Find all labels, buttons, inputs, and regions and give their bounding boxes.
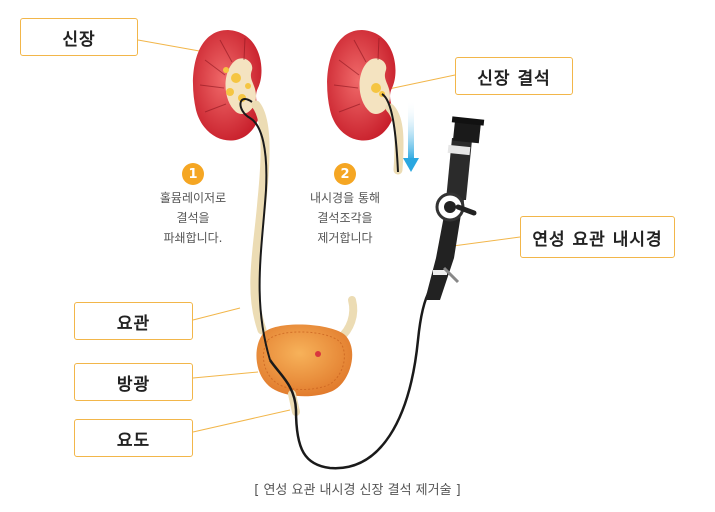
step-1-line-2: 결석을 [176, 211, 210, 225]
label-bladder: 방광 [74, 363, 193, 401]
figure-caption: [ 연성 요관 내시경 신장 결석 제거술 ] [254, 483, 461, 498]
step-2-text: 내시경을 통해 결석조각을 제거합니다 [285, 188, 405, 248]
leader-lines [137, 39, 521, 433]
left-kidney [192, 30, 262, 141]
label-ureter-text: 요관 [116, 313, 151, 334]
left-ureter [250, 100, 270, 335]
guide-wire-right [381, 93, 399, 173]
label-bladder-text: 방광 [116, 374, 151, 395]
label-urethra: 요도 [74, 419, 193, 457]
right-ureter-lower [336, 296, 358, 342]
right-kidney [327, 30, 396, 141]
step-1-badge: 1 [182, 163, 204, 185]
withdraw-arrow [403, 100, 419, 172]
label-kidney-stone: 신장 결석 [455, 57, 573, 95]
label-kidney-text: 신장 [62, 29, 96, 50]
guide-wire-left [239, 98, 271, 361]
right-ureter-upper [385, 103, 404, 175]
step-1-text: 홀뮴레이저로 결석을 파쇄합니다. [133, 188, 253, 248]
label-kidney: 신장 [20, 18, 138, 56]
label-ureteroscope: 연성 요관 내시경 [520, 216, 675, 258]
step-2-line-3: 제거합니다 [317, 231, 373, 245]
step-2-line-1: 내시경을 통해 [309, 191, 381, 205]
ureteroscope-device [425, 116, 485, 300]
label-urethra-text: 요도 [116, 430, 151, 451]
label-ureter: 요관 [74, 302, 193, 340]
step-1-number: 1 [188, 166, 198, 182]
label-kidney-stone-text: 신장 결석 [477, 68, 551, 89]
step-1-line-1: 홀뮴레이저로 [159, 191, 227, 205]
step-1-line-3: 파쇄합니다. [163, 231, 223, 245]
step-2-line-2: 결석조각을 [317, 211, 373, 225]
step-2-badge: 2 [334, 163, 356, 185]
label-ureteroscope-text: 연성 요관 내시경 [532, 229, 663, 250]
scope-cable [268, 289, 432, 470]
step-2-number: 2 [340, 166, 350, 182]
bladder-shape [256, 324, 353, 416]
